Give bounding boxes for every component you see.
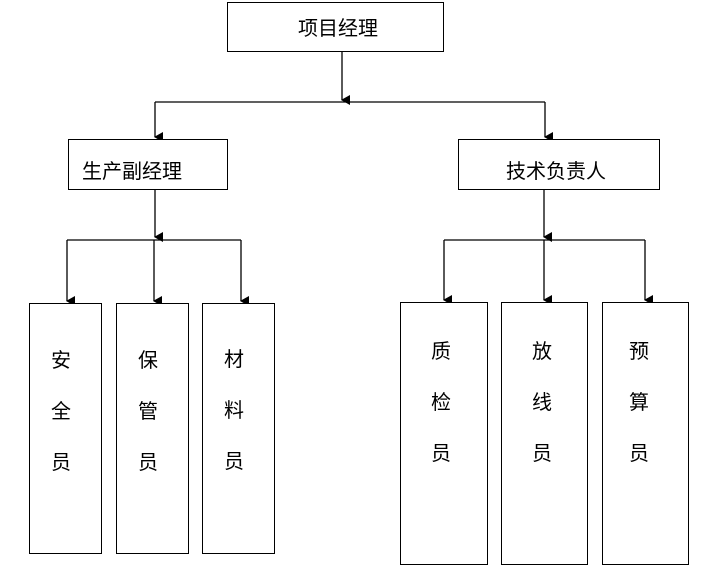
left-child-2-node: 保 管 员 <box>116 303 189 554</box>
right-branch-node: 技术负责人 <box>458 139 660 190</box>
right-child-2-char-1: 放 <box>532 339 552 363</box>
right-child-2-char-2: 线 <box>532 390 552 414</box>
left-child-3-char-1: 材 <box>224 347 244 371</box>
root-node: 项目经理 <box>227 2 444 52</box>
right-child-3-char-3: 员 <box>629 441 649 465</box>
right-branch-label: 技术负责人 <box>506 159 606 183</box>
left-child-2-char-2: 管 <box>138 399 158 423</box>
left-child-3-node: 材 料 员 <box>202 303 275 554</box>
left-child-3-label: 材 料 员 <box>222 334 246 487</box>
right-child-2-label: 放 线 员 <box>530 326 554 479</box>
left-child-2-label: 保 管 员 <box>136 335 160 488</box>
right-child-2-node: 放 线 员 <box>501 302 588 565</box>
right-child-1-char-2: 检 <box>431 390 451 414</box>
right-child-3-node: 预 算 员 <box>602 302 689 565</box>
left-child-2-char-3: 员 <box>138 450 158 474</box>
left-child-1-char-1: 安 <box>51 348 71 372</box>
root-label: 项目经理 <box>298 16 378 40</box>
left-child-2-char-1: 保 <box>138 348 158 372</box>
left-child-1-char-3: 员 <box>51 450 71 474</box>
left-child-3-char-3: 员 <box>224 449 244 473</box>
left-child-3-char-2: 料 <box>224 398 244 422</box>
right-child-2-char-3: 员 <box>532 441 552 465</box>
left-child-1-char-2: 全 <box>51 399 71 423</box>
right-child-1-char-3: 员 <box>431 441 451 465</box>
right-child-3-char-2: 算 <box>629 390 649 414</box>
right-child-1-node: 质 检 员 <box>400 302 488 565</box>
left-child-1-label: 安 全 员 <box>49 335 73 488</box>
left-branch-label: 生产副经理 <box>82 159 182 183</box>
right-child-3-char-1: 预 <box>629 339 649 363</box>
left-branch-node: 生产副经理 <box>68 139 228 190</box>
right-child-3-label: 预 算 员 <box>627 326 651 479</box>
right-child-1-label: 质 检 员 <box>429 326 453 479</box>
left-child-1-node: 安 全 员 <box>29 303 102 554</box>
right-child-1-char-1: 质 <box>431 339 451 363</box>
